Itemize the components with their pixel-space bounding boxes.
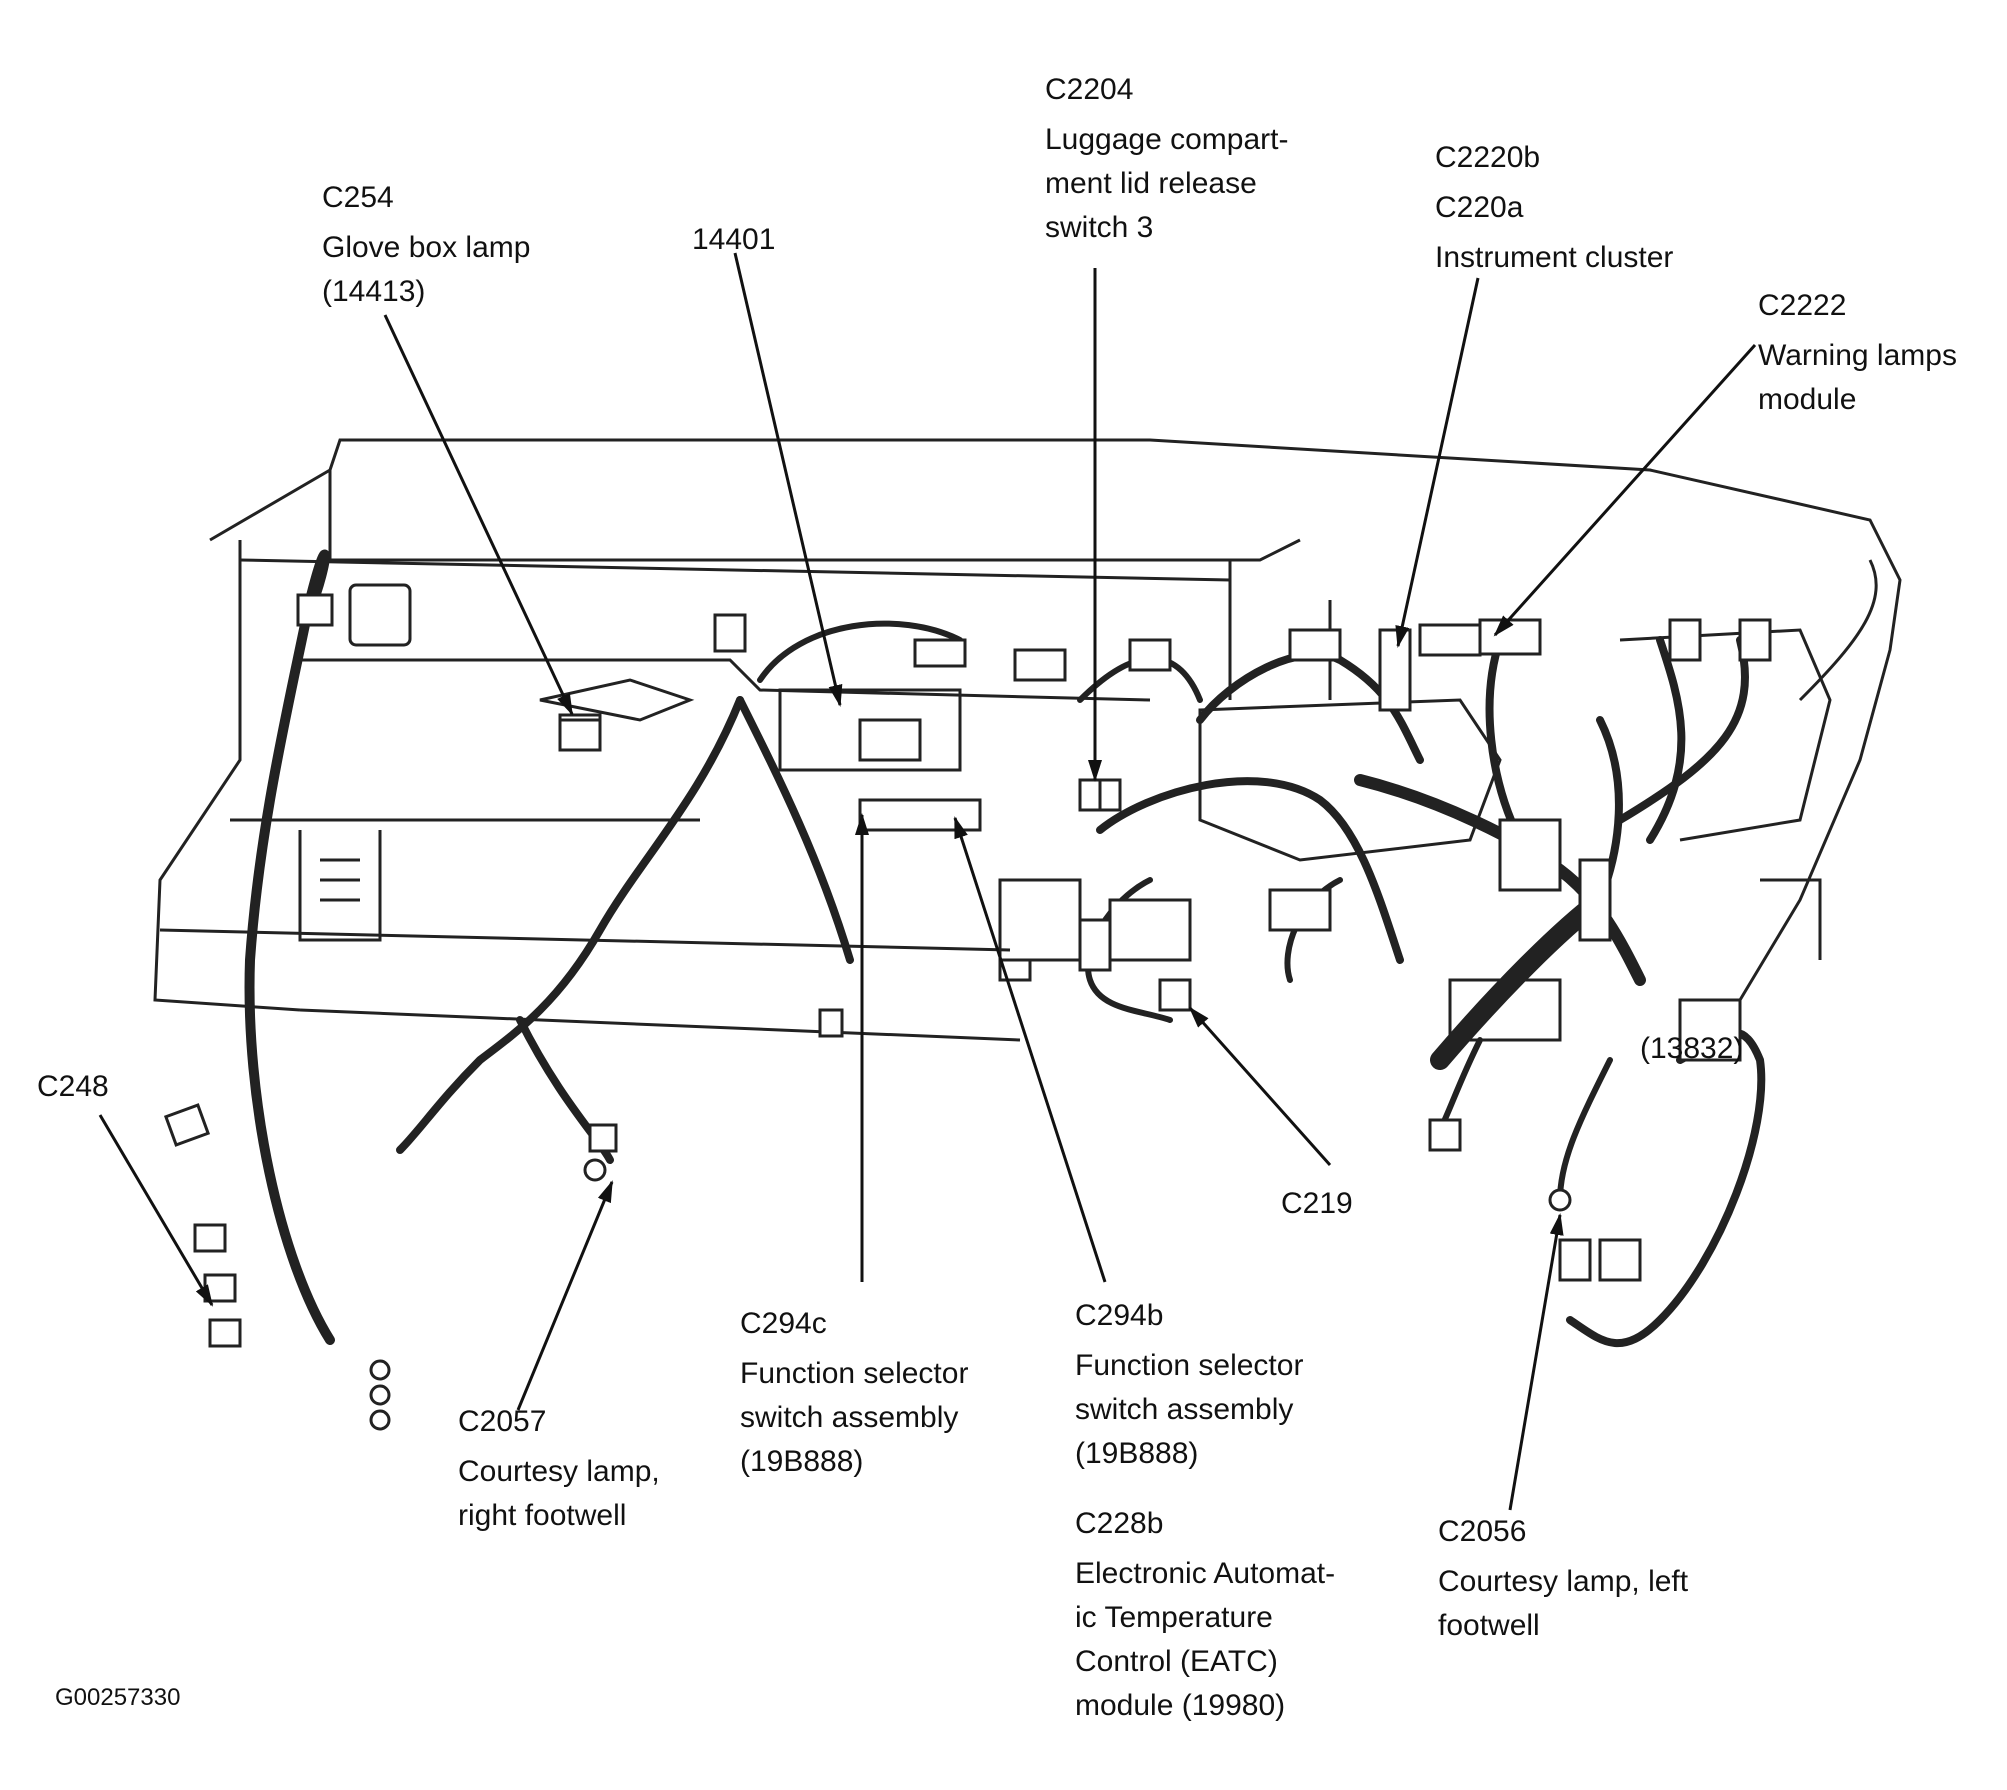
label-c228b-code: C228b	[1075, 1507, 1164, 1540]
label-c220a-code: C220a	[1435, 191, 1524, 224]
label-c294c-code: C294c	[740, 1307, 827, 1340]
label-c2204-code: C2204	[1045, 73, 1134, 106]
label-c294b: C294b Function selector switch assembly …	[1075, 1294, 1303, 1476]
dashboard-outline	[153, 438, 1902, 1042]
wiring-harness	[244, 549, 1766, 1347]
connectors	[163, 583, 1772, 1431]
label-c2222: C2222 Warning lamps module	[1758, 284, 1957, 422]
label-c228b-line-1: Electronic Automat-	[1075, 1557, 1336, 1590]
arrow-14401	[733, 252, 843, 707]
arrow-c219	[1188, 1006, 1332, 1166]
label-c228b-line-3: Control (EATC)	[1075, 1645, 1278, 1678]
label-c2204-line-2: ment lid release	[1045, 167, 1257, 200]
figure-id: G00257330	[55, 1684, 181, 1711]
label-c2222-code: C2222	[1758, 289, 1847, 322]
arrow-c294b	[953, 816, 1107, 1283]
label-c2057: C2057 Courtesy lamp, right footwell	[458, 1400, 660, 1538]
arrow-c248	[98, 1114, 214, 1307]
label-c2204: C2204 Luggage compart- ment lid release …	[1045, 68, 1289, 250]
label-c294b-line-1: Function selector	[1075, 1349, 1304, 1382]
arrow-c254	[383, 314, 574, 716]
label-c254-line-2: (14413)	[322, 275, 426, 308]
label-c294b-line-3: (19B888)	[1075, 1437, 1199, 1470]
label-c2057-line-2: right footwell	[458, 1499, 627, 1532]
label-c2057-line-1: Courtesy lamp,	[458, 1455, 660, 1488]
arrow-c2057	[516, 1180, 614, 1411]
label-14401: 14401	[692, 218, 775, 262]
label-c2056-line-2: footwell	[1438, 1609, 1540, 1642]
label-c228b-line-4: module (19980)	[1075, 1689, 1286, 1722]
label-c228b: C228b Electronic Automat- ic Temperature…	[1075, 1502, 1335, 1728]
label-c2056-code: C2056	[1438, 1515, 1527, 1548]
arrow-c2056	[1508, 1213, 1564, 1511]
label-c294b-code: C294b	[1075, 1299, 1164, 1332]
label-c2204-line-1: Luggage compart-	[1045, 123, 1289, 156]
label-14401-code: 14401	[692, 223, 776, 256]
overlay-part-number: (13832)	[1640, 1032, 1743, 1065]
label-c228b-line-2: ic Temperature	[1075, 1601, 1273, 1634]
leader-arrows	[98, 252, 1757, 1511]
label-c2222-line-1: Warning lamps	[1758, 339, 1957, 372]
label-c2220b-code: C2220b	[1435, 141, 1541, 174]
label-c294c: C294c Function selector switch assembly …	[740, 1302, 968, 1484]
label-c2056: C2056 Courtesy lamp, left footwell	[1438, 1510, 1688, 1648]
label-c2220: C2220b C220a Instrument cluster	[1435, 136, 1673, 280]
arrow-c2220	[1395, 277, 1480, 648]
label-c2204-line-3: switch 3	[1045, 211, 1154, 244]
label-c219-code: C219	[1281, 1187, 1353, 1220]
label-c294c-line-1: Function selector	[740, 1357, 969, 1390]
label-c294c-line-2: switch assembly	[740, 1401, 959, 1434]
label-c294b-line-2: switch assembly	[1075, 1393, 1294, 1426]
label-c254-line-1: Glove box lamp	[322, 231, 531, 264]
label-c219: C219	[1281, 1182, 1353, 1226]
label-c2057-code: C2057	[458, 1405, 547, 1438]
label-c2220-line-1: Instrument cluster	[1435, 241, 1674, 274]
label-c248: C248	[37, 1065, 109, 1109]
arrow-c2222	[1493, 343, 1757, 637]
label-c254-code: C254	[322, 181, 394, 214]
label-c254: C254 Glove box lamp (14413)	[322, 176, 530, 314]
label-c2056-line-1: Courtesy lamp, left	[1438, 1565, 1689, 1598]
label-c248-code: C248	[37, 1070, 109, 1103]
label-c2222-line-2: module	[1758, 383, 1857, 416]
label-c294c-line-3: (19B888)	[740, 1445, 864, 1478]
